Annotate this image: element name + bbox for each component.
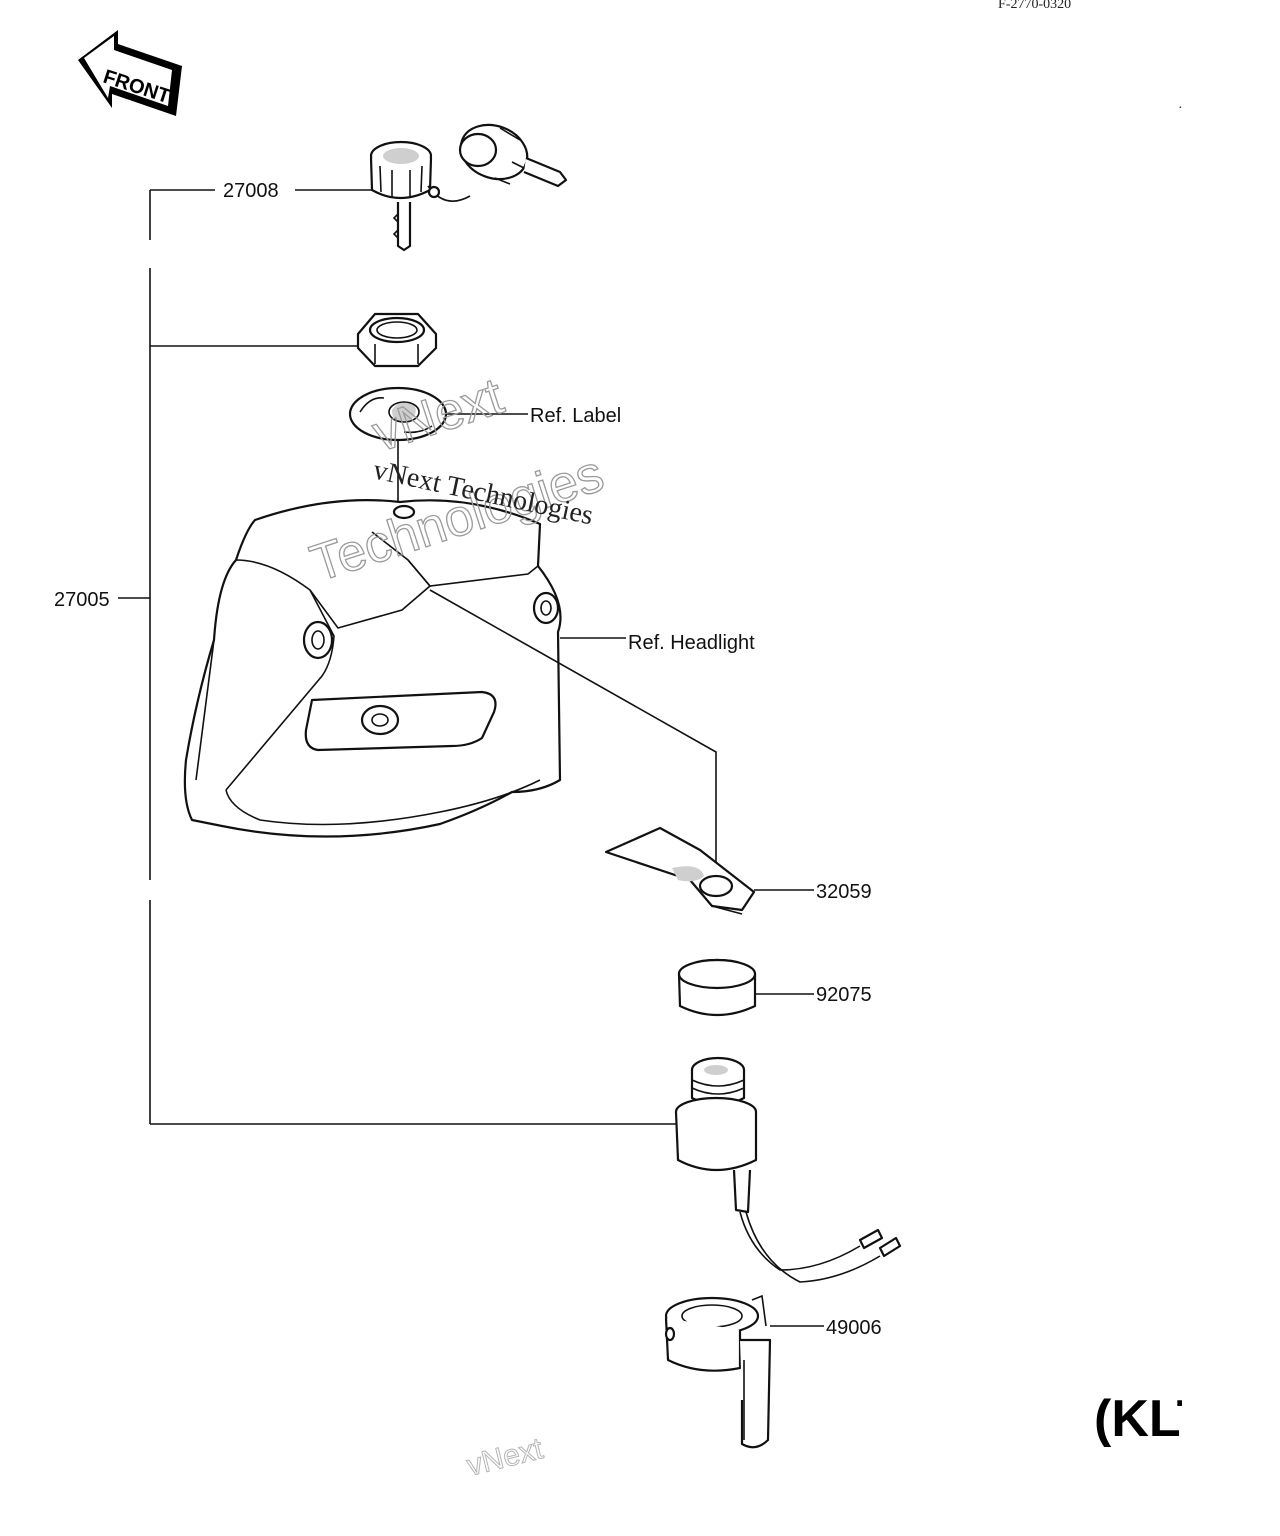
part-label-27008: 27008 <box>223 180 279 202</box>
part-label-27005: 27005 <box>54 589 110 611</box>
plate-32059 <box>604 826 756 915</box>
ref-label-text: Ref. Label <box>530 405 621 427</box>
edge-mark: · <box>1178 101 1183 116</box>
assembly-bracket-27005 <box>118 189 680 1125</box>
part-label-32059: 32059 <box>816 881 872 903</box>
hex-nut <box>356 312 438 368</box>
ring-92075 <box>677 958 757 1016</box>
figure-code: F-2770-0320 <box>998 0 1071 12</box>
part-label-92075: 92075 <box>816 984 872 1006</box>
part-label-49006: 49006 <box>826 1317 882 1339</box>
watermark-vnext: vNext <box>366 367 511 463</box>
watermark-vnext-bottom: vNext <box>464 1432 547 1483</box>
key-cap-27008 <box>369 123 568 252</box>
switch-boot-49006 <box>664 1294 772 1449</box>
ref-headlight-text: Ref. Headlight <box>628 632 755 654</box>
front-arrow-icon: FRONT <box>78 30 182 116</box>
headlight-cover-27005 <box>183 499 562 838</box>
ignition-switch <box>674 1056 902 1283</box>
